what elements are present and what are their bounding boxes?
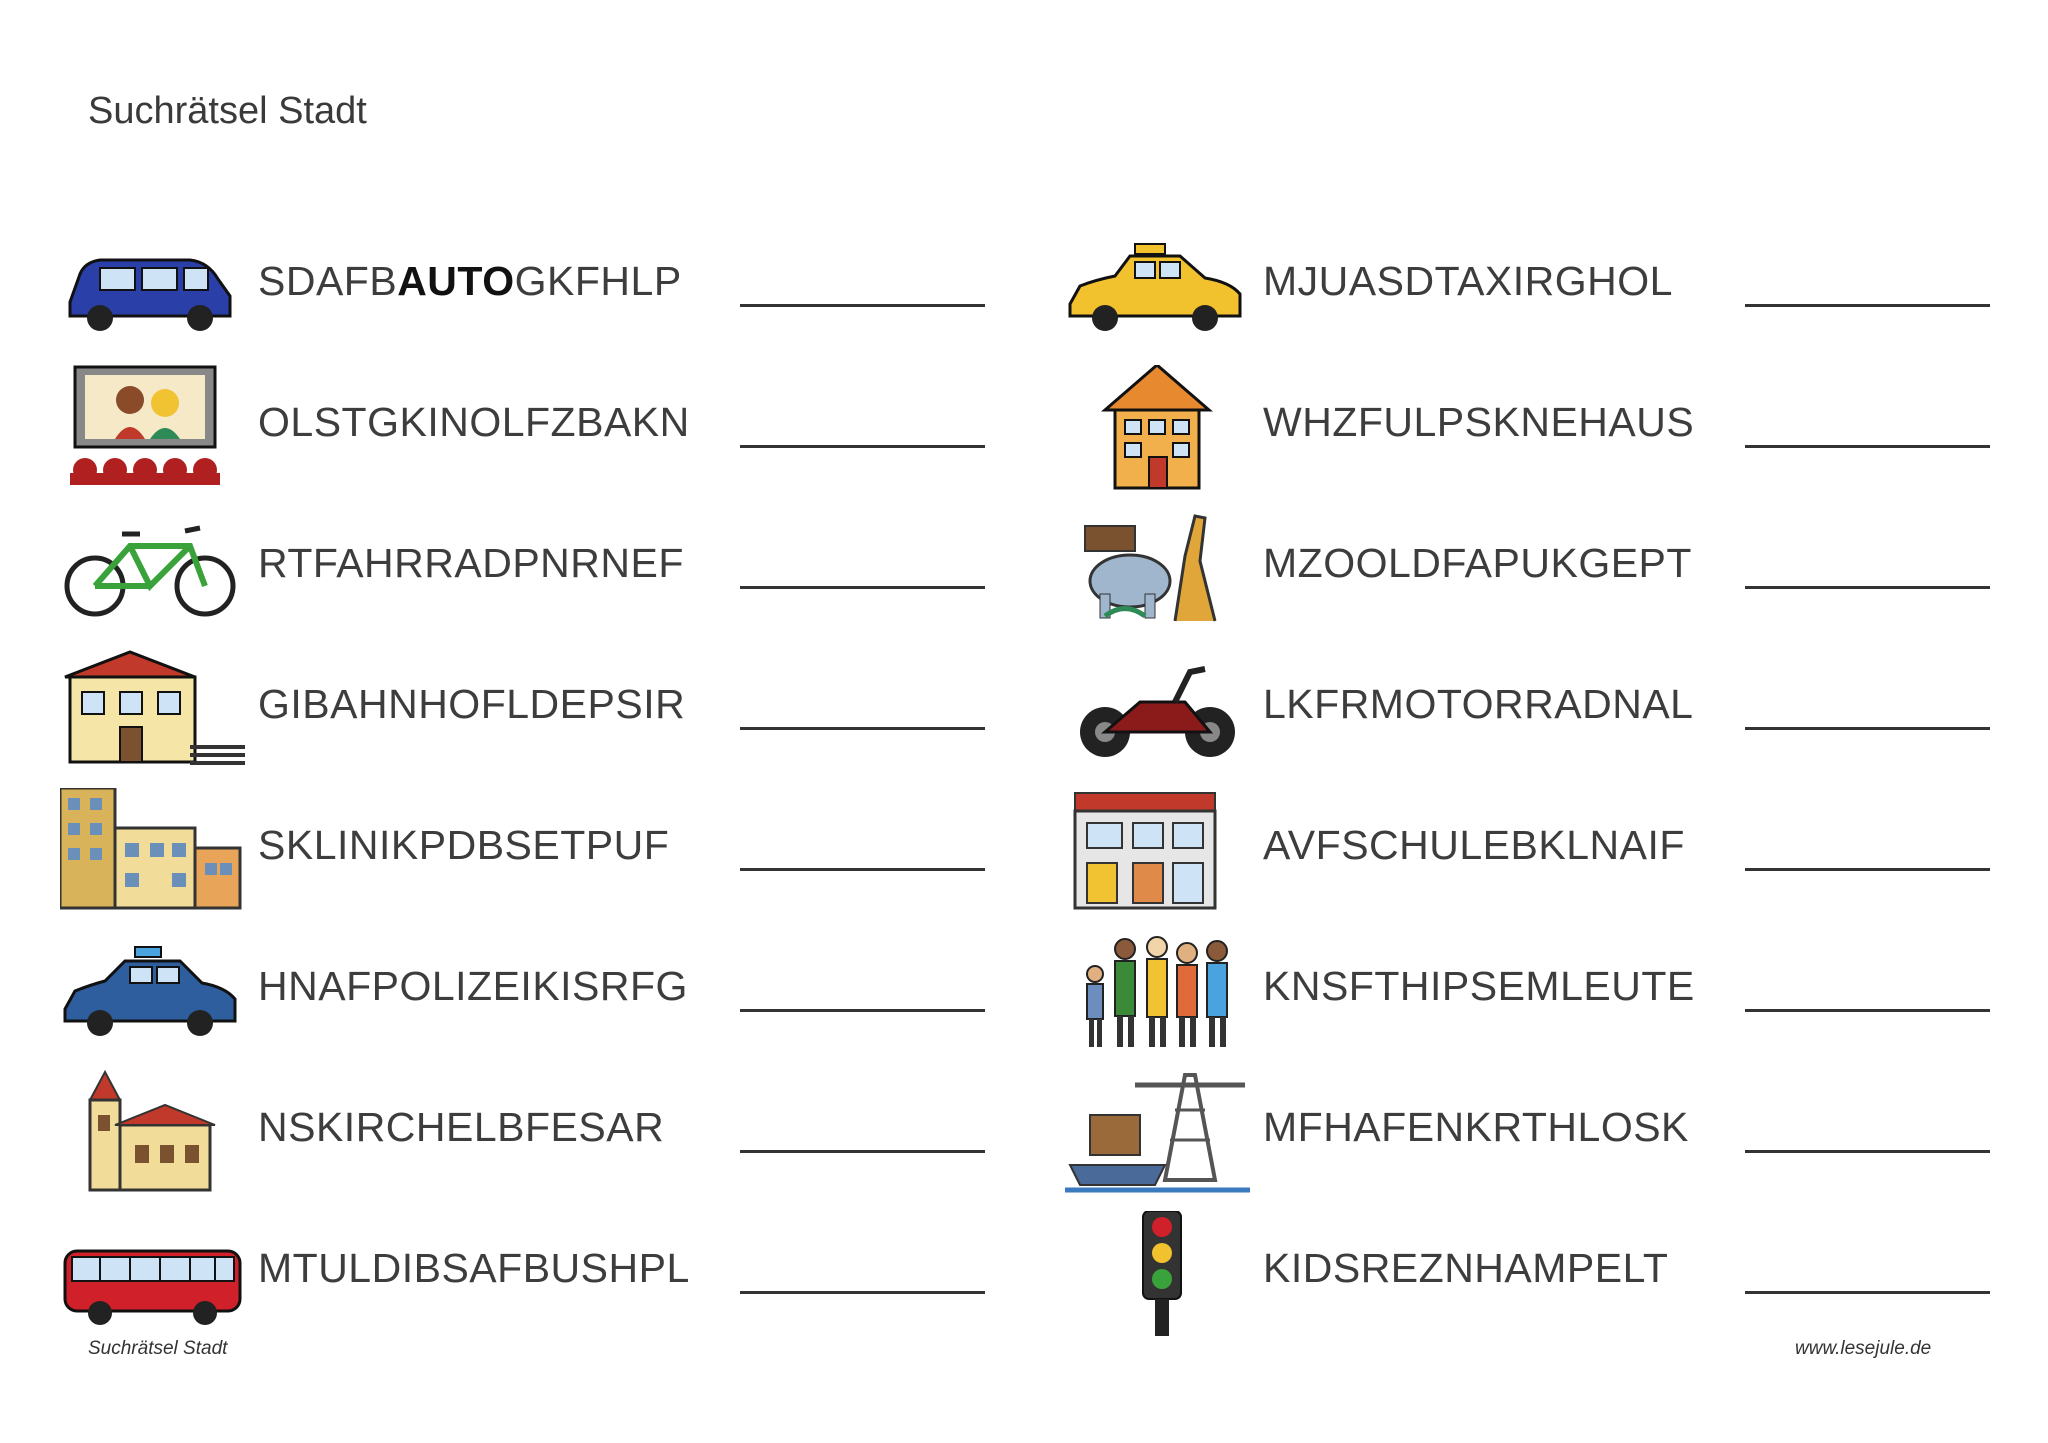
letter-sequence: HNAFPOLIZEIKISRFG [258, 963, 688, 1010]
letters-pre: MFHAFENKRTHLOSK [1263, 1104, 1689, 1150]
cinema-icon [60, 365, 245, 490]
zoo-icon [1065, 506, 1250, 631]
letter-sequence: MJUASDTAXIRGHOL [1263, 258, 1673, 305]
house-icon [1065, 365, 1250, 490]
bus-icon [60, 1211, 245, 1336]
letters-pre: LKFRMOTORRADNAL [1263, 681, 1694, 727]
train-station-icon [60, 647, 245, 772]
puzzle-row: NSKIRCHELBFESAR [60, 1066, 1020, 1207]
puzzle-row: HNAFPOLIZEIKISRFG [60, 925, 1020, 1066]
school-icon [1065, 788, 1250, 913]
left-column: SDAFBAUTOGKFHLP OLSTGKINOLFZBAKN RTFAHRRAD… [60, 220, 1020, 1348]
car-icon [60, 224, 245, 349]
puzzle-row: SDAFBAUTOGKFHLP [60, 220, 1020, 361]
answer-line[interactable] [1745, 304, 1990, 307]
puzzle-row: MTULDIBSAFBUSHPL [60, 1207, 1020, 1348]
answer-line[interactable] [740, 304, 985, 307]
harbor-icon [1065, 1070, 1250, 1195]
answer-line[interactable] [1745, 868, 1990, 871]
letter-sequence: OLSTGKINOLFZBAKN [258, 399, 690, 446]
police-car-icon [60, 929, 245, 1054]
puzzle-row: MJUASDTAXIRGHOL [1065, 220, 2025, 361]
answer-line[interactable] [1745, 1009, 1990, 1012]
answer-line[interactable] [740, 445, 985, 448]
hospital-icon [60, 788, 245, 913]
letters-post: GKFHLP [514, 258, 682, 304]
letters-pre: MZOOLDFAPUKGEPT [1263, 540, 1692, 586]
letter-sequence: MZOOLDFAPUKGEPT [1263, 540, 1692, 587]
answer-line[interactable] [1745, 445, 1990, 448]
puzzle-row: OLSTGKINOLFZBAKN [60, 361, 1020, 502]
letter-sequence: RTFAHRRADPNRNEF [258, 540, 684, 587]
letter-sequence: SKLINIKPDBSETPUF [258, 822, 669, 869]
letter-sequence: NSKIRCHELBFESAR [258, 1104, 664, 1151]
answer-line[interactable] [740, 1150, 985, 1153]
puzzle-row: KIDSREZNHAMPELT [1065, 1207, 2025, 1348]
answer-line[interactable] [1745, 727, 1990, 730]
letter-sequence: MFHAFENKRTHLOSK [1263, 1104, 1689, 1151]
right-column: MJUASDTAXIRGHOL WHZFULPSKNEHAUS MZOOLDFAPU… [1065, 220, 2025, 1348]
puzzle-row: MZOOLDFAPUKGEPT [1065, 502, 2025, 643]
answer-line[interactable] [740, 868, 985, 871]
letters-pre: SDAFB [258, 258, 398, 304]
letter-sequence: MTULDIBSAFBUSHPL [258, 1245, 690, 1292]
letters-pre: WHZFULPSKNEHAUS [1263, 399, 1695, 445]
answer-line[interactable] [740, 1009, 985, 1012]
answer-line[interactable] [1745, 586, 1990, 589]
puzzle-row: RTFAHRRADPNRNEF [60, 502, 1020, 643]
letter-sequence: KNSFTHIPSEMLEUTE [1263, 963, 1695, 1010]
puzzle-row: MFHAFENKRTHLOSK [1065, 1066, 2025, 1207]
letters-pre: SKLINIKPDBSETPUF [258, 822, 670, 868]
letter-sequence: AVFSCHULEBKLNAIF [1263, 822, 1685, 869]
letter-sequence: KIDSREZNHAMPELT [1263, 1245, 1668, 1292]
puzzle-row: AVFSCHULEBKLNAIF [1065, 784, 2025, 925]
answer-line[interactable] [1745, 1291, 1990, 1294]
puzzle-row: LKFRMOTORRADNAL [1065, 643, 2025, 784]
church-icon [60, 1070, 245, 1195]
answer-line[interactable] [740, 727, 985, 730]
letters-pre: NSKIRCHELBFESAR [258, 1104, 665, 1150]
letters-pre: RTFAHRRADPNRNEF [258, 540, 684, 586]
bicycle-icon [60, 506, 245, 631]
answer-line[interactable] [740, 586, 985, 589]
motorcycle-icon [1065, 647, 1250, 772]
letters-pre: OLSTGKINOLFZBAKN [258, 399, 690, 445]
puzzle-row: KNSFTHIPSEMLEUTE [1065, 925, 2025, 1066]
taxi-icon [1065, 224, 1250, 349]
letter-sequence: LKFRMOTORRADNAL [1263, 681, 1693, 728]
puzzle-row: WHZFULPSKNEHAUS [1065, 361, 2025, 502]
letters-pre: MTULDIBSAFBUSHPL [258, 1245, 690, 1291]
answer-line[interactable] [1745, 1150, 1990, 1153]
letters-pre: GIBAHNHOFLDEPSIR [258, 681, 686, 727]
letter-sequence: GIBAHNHOFLDEPSIR [258, 681, 685, 728]
letter-sequence: WHZFULPSKNEHAUS [1263, 399, 1694, 446]
letters-pre: HNAFPOLIZEIKISRFG [258, 963, 688, 1009]
letters-pre: AVFSCHULEBKLNAIF [1263, 822, 1685, 868]
traffic-light-icon [1065, 1211, 1250, 1336]
answer-line[interactable] [740, 1291, 985, 1294]
letters-highlight: AUTO [397, 258, 515, 304]
letter-sequence: SDAFBAUTOGKFHLP [258, 258, 682, 305]
letters-pre: MJUASDTAXIRGHOL [1263, 258, 1673, 304]
letters-pre: KNSFTHIPSEMLEUTE [1263, 963, 1695, 1009]
footer-title: Suchrätsel Stadt [88, 1338, 228, 1359]
page-title: Suchrätsel Stadt [88, 90, 367, 132]
puzzle-row: GIBAHNHOFLDEPSIR [60, 643, 1020, 784]
letters-pre: KIDSREZNHAMPELT [1263, 1245, 1669, 1291]
people-icon [1065, 929, 1250, 1054]
puzzle-row: SKLINIKPDBSETPUF [60, 784, 1020, 925]
footer-url: www.lesejule.de [1795, 1338, 1932, 1359]
